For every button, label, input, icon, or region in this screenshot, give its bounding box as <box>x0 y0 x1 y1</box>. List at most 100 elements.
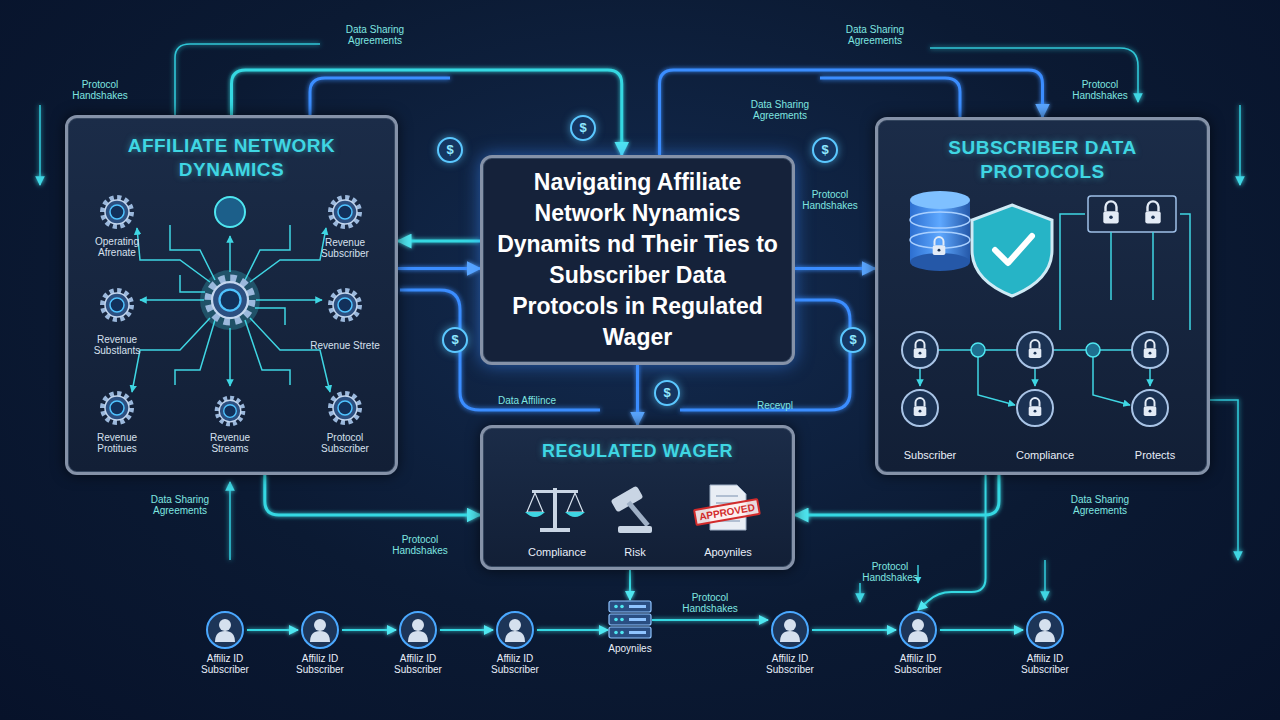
gear-icon <box>331 198 359 226</box>
person-head <box>784 619 796 631</box>
db-body <box>910 200 970 262</box>
gear-icon <box>103 291 131 319</box>
person-circle <box>898 610 938 650</box>
flow-connector <box>660 70 1043 155</box>
decor-line <box>1239 105 1241 185</box>
server-slot <box>629 631 646 634</box>
panel-heading: SUBSCRIBER DATA PROTOCOLS <box>878 136 1207 184</box>
decor-line <box>820 78 960 117</box>
decor-lines <box>40 44 1240 602</box>
node-caption: Affiliz ID Subscriber <box>382 653 454 675</box>
panel-box: AFFILIATE NETWORK DYNAMICS <box>65 115 398 475</box>
lock-icon <box>1029 398 1042 416</box>
person-circle <box>300 610 340 650</box>
wire <box>1180 214 1190 330</box>
decor-line <box>175 44 320 115</box>
person-circle <box>770 610 810 650</box>
subscriber-node: Affiliz ID Subscriber <box>189 610 261 675</box>
gavel-head <box>611 485 644 512</box>
decor-line <box>1044 560 1046 600</box>
scale-string <box>527 493 543 512</box>
wire <box>978 357 1015 405</box>
subscriber-node: Affiliz ID Subscriber <box>284 610 356 675</box>
lock-circle <box>902 390 938 426</box>
lock-icon <box>1144 398 1157 416</box>
decor-line <box>229 482 231 560</box>
gear-icon <box>331 394 359 422</box>
flow-connector <box>247 629 298 631</box>
scale-string <box>567 493 583 512</box>
wire <box>1034 368 1036 386</box>
node-caption: Apoyniles <box>594 643 666 654</box>
db-band <box>910 232 970 248</box>
flow-connector <box>636 365 639 425</box>
trace <box>137 228 210 282</box>
circle-outline <box>900 612 936 648</box>
hub-gear <box>209 279 251 321</box>
flow-connector <box>537 629 608 631</box>
server-slot <box>629 605 646 608</box>
trace <box>229 328 231 386</box>
db-top <box>910 191 970 209</box>
scale-pan <box>565 512 585 517</box>
lock-icon <box>914 340 927 358</box>
flow-label: Protocol Handshakes <box>385 534 455 556</box>
flow-label: Data Sharing Agreements <box>830 24 920 46</box>
flow-connector <box>795 267 875 270</box>
trace <box>245 225 290 280</box>
person-head <box>314 619 326 631</box>
decor-line <box>310 78 450 115</box>
wire <box>1152 232 1154 300</box>
flow-label: Recevpl <box>740 400 810 411</box>
circle-outline <box>400 612 436 648</box>
junction <box>1086 343 1100 357</box>
decor-line <box>917 565 918 583</box>
lock-circle <box>902 332 938 368</box>
circle-outline <box>302 612 338 648</box>
flow-label: Data Sharing Agreements <box>1055 494 1145 516</box>
db-bottom <box>910 253 970 271</box>
icon-caption: Revenue Streams <box>195 432 265 454</box>
panel-heading: REGULATED WAGER <box>483 439 792 463</box>
server-led <box>620 605 624 609</box>
person-head <box>1039 619 1051 631</box>
person-body <box>505 631 525 642</box>
icon-caption: Protects <box>1115 449 1195 461</box>
flow-connector <box>918 475 986 610</box>
subscriber-node: Affiliz ID Subscriber <box>479 610 551 675</box>
title-box: Navigating Affiliate Network Nynamics Dy… <box>480 155 795 365</box>
decor-line <box>859 583 861 602</box>
trace <box>132 318 210 392</box>
row-decor <box>917 565 918 583</box>
gear-icon <box>103 198 131 226</box>
flow-connector <box>940 629 1023 631</box>
flow-label: Protocol Handshakes <box>795 189 865 211</box>
trace <box>256 299 322 301</box>
person-body <box>408 631 428 642</box>
decor-line <box>930 48 1138 102</box>
edge-label: Protocol Handshakes <box>670 592 750 614</box>
wire <box>938 349 1017 351</box>
person-circle <box>1025 610 1065 650</box>
lock-circle <box>1017 332 1053 368</box>
scale-base <box>540 528 570 532</box>
person-body <box>908 631 928 642</box>
node-caption: Affiliz ID Subscriber <box>479 653 551 675</box>
person-circle <box>398 610 438 650</box>
flow-label: Data Sharing Agreements <box>735 99 825 121</box>
person-body <box>215 631 235 642</box>
server-node: Apoyniles <box>594 600 666 654</box>
server-led <box>614 618 618 622</box>
wire <box>919 368 921 386</box>
person-head <box>412 619 424 631</box>
panel-box: REGULATED WAGER <box>480 425 795 570</box>
lock-icon <box>1144 340 1157 358</box>
decor-line <box>400 290 600 410</box>
person-body <box>1035 631 1055 642</box>
shield <box>972 205 1052 296</box>
title-text: Navigating Affiliate Network Nynamics Dy… <box>483 167 792 353</box>
server-led <box>614 605 618 609</box>
trace <box>175 320 215 385</box>
